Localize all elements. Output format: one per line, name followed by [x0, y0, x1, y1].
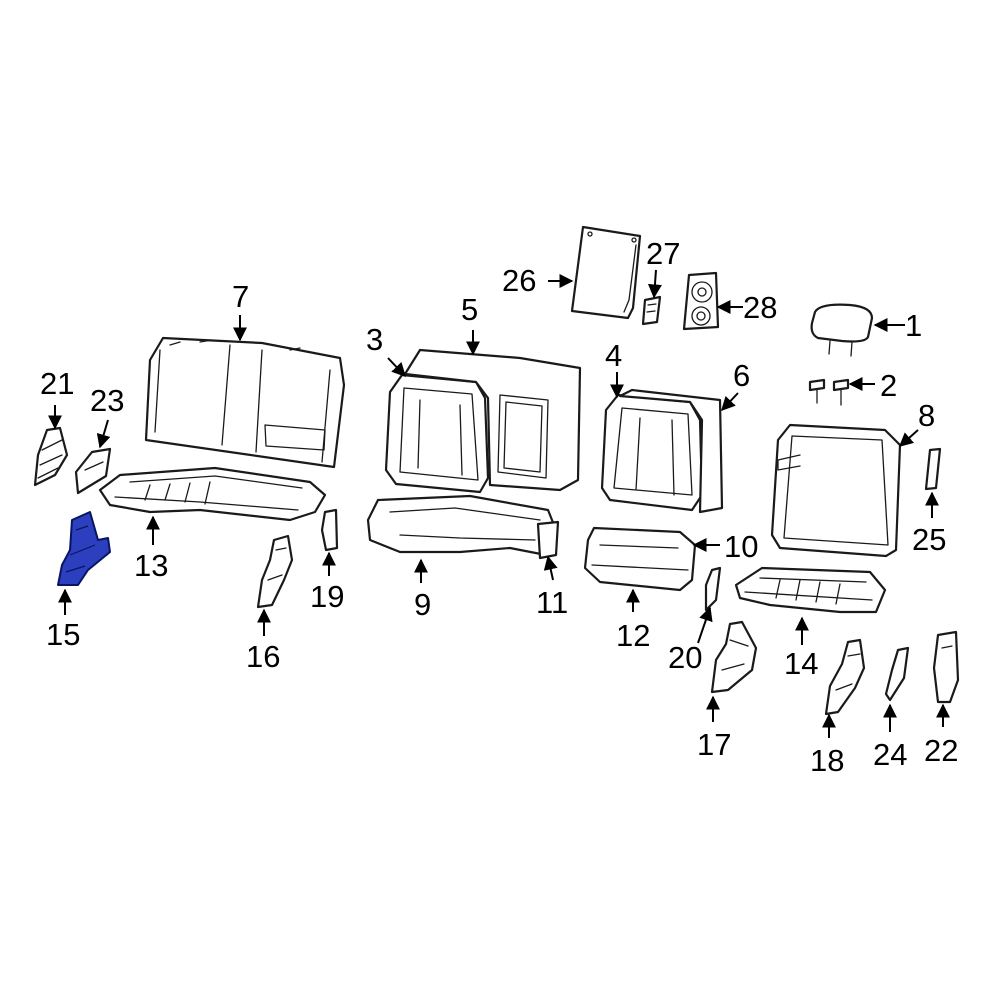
callout-28: 28: [743, 290, 777, 325]
part-12-cushion: [583, 526, 697, 592]
callout-22: 22: [924, 733, 958, 768]
callout-5: 5: [461, 292, 478, 327]
part-28-cupholder: [682, 271, 720, 331]
part-9-cushion: [366, 494, 558, 557]
part-14-cushion-frame: [734, 566, 887, 614]
callout-16: 16: [246, 639, 280, 674]
part-15-hinge-highlighted: [57, 511, 111, 586]
part-17-hinge: [710, 620, 758, 694]
part-18-hinge: [824, 638, 866, 716]
part-19-trim: [320, 508, 339, 552]
part-13-cushion-frame: [98, 466, 327, 522]
part-8-seat-back: [770, 423, 902, 558]
callout-25: 25: [912, 522, 946, 557]
callout-18: 18: [810, 743, 844, 778]
callout-26: 26: [502, 263, 536, 298]
part-2-bolts: [808, 378, 850, 406]
part-22-trim: [932, 630, 960, 704]
callout-13: 13: [134, 548, 168, 583]
part-27-latch: [641, 295, 662, 326]
callout-1: 1: [905, 308, 922, 343]
part-26-panel: [570, 225, 642, 320]
part-25-trim: [924, 447, 942, 491]
part-4-seat-back: [600, 393, 704, 512]
part-6-seat-back-frame: [618, 388, 724, 514]
callout-3: 3: [366, 322, 383, 357]
callout-6: 6: [733, 358, 750, 393]
callout-23: 23: [90, 383, 124, 418]
callout-20: 20: [668, 640, 702, 675]
callout-labels: 1 2 3 4 5 6 7 8 9 10 11 12 13 14 15 16 1…: [40, 236, 958, 778]
part-11-trim: [536, 520, 560, 560]
callout-4: 4: [605, 338, 622, 373]
part-20-bracket: [704, 566, 722, 612]
callout-14: 14: [784, 646, 818, 681]
part-7-seat-back: [144, 336, 346, 469]
callout-2: 2: [880, 368, 897, 403]
callout-12: 12: [616, 618, 650, 653]
part-3-seat-back: [384, 373, 490, 494]
part-16-hinge: [256, 534, 294, 609]
callout-19: 19: [310, 579, 344, 614]
callout-9: 9: [414, 587, 431, 622]
callout-10: 10: [724, 529, 758, 564]
callout-21: 21: [40, 366, 74, 401]
part-5-seat-back-frame: [403, 348, 582, 492]
part-24-trim: [884, 646, 910, 702]
callout-24: 24: [873, 737, 907, 772]
part-1-headrest: [810, 303, 874, 357]
callout-17: 17: [697, 727, 731, 762]
part-23-bracket: [74, 447, 112, 495]
part-21-pad: [33, 426, 69, 487]
callout-11: 11: [536, 585, 568, 620]
callout-27: 27: [646, 236, 680, 271]
callout-7: 7: [232, 279, 249, 314]
callout-8: 8: [918, 398, 935, 433]
callout-arrows: [48, 269, 950, 738]
callout-15: 15: [46, 617, 80, 652]
